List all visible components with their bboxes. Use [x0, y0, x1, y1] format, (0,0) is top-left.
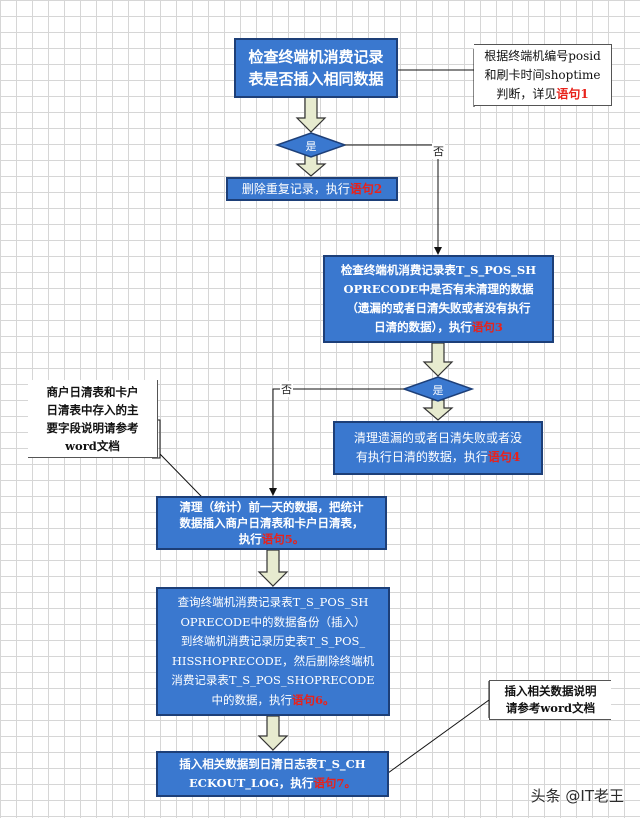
step6-line-1: 查询终端机消费记录表T_S_POS_SH [177, 595, 369, 609]
step3-line-3: （遗漏的或者日清失败或者没有执行 [346, 301, 531, 315]
step-check-uncleared: 检查终端机消费记录表T_S_POS_SH OPRECODE中是否有未清理的数据 … [323, 255, 554, 343]
decision-diamond-2 [401, 376, 475, 402]
step1-line-2: 表是否插入相同数据 [248, 70, 384, 88]
step-check-duplicates: 检查终端机消费记录 表是否插入相同数据 [234, 38, 398, 98]
note-connector-2 [152, 419, 161, 459]
step5-ref: 语句5。 [261, 532, 305, 546]
step6-line-2: OPRECODE中的数据备份（插入） [180, 614, 366, 629]
decision-label-1: 是 [305, 140, 317, 153]
step6-line-6: 中的数据，执行 [211, 692, 292, 707]
step-insert-log: 插入相关数据到日清日志表T_S_CH ECKOUT_LOG，执行语句7。 [156, 751, 389, 797]
block-arrow-b5-b6 [257, 549, 289, 587]
note1-line-1: 根据终端机编号posid [484, 48, 601, 63]
step7-ref: 语句7。 [313, 776, 356, 790]
step6-ref: 语句6。 [291, 692, 335, 707]
step7-line-1: 插入相关数据到日清日志表T_S_CH [179, 757, 366, 771]
step4-ref: 语句4 [487, 450, 521, 464]
step5-line-2: 数据插入商户日清表和卡户日清表， [179, 516, 364, 530]
note1-line-3: 判断，详见 [496, 86, 557, 101]
step2-text: 删除重复记录，执行 [241, 182, 350, 196]
note2-line-1: 商户日清表和卡户 [46, 384, 139, 399]
note3-line-1: 插入相关数据说明 [504, 684, 597, 698]
step3-line-4: 日清的数据），执行 [374, 320, 472, 334]
note3-line-2: 请参考word文档 [505, 701, 596, 715]
step-clean-missed: 清理遗漏的或者日清失败或者没 有执行日清的数据，执行语句4 [333, 421, 543, 475]
note1-ref: 语句1 [556, 86, 589, 101]
step7-line-2: ECKOUT_LOG，执行 [189, 776, 314, 790]
note2-line-2: 日清表中存入的主 [46, 402, 139, 417]
note-log-data: 插入相关数据说明 请参考word文档 [489, 680, 611, 720]
step4-line-2: 有执行日清的数据，执行 [355, 450, 488, 464]
step1-line-1: 检查终端机消费记录 [248, 48, 384, 66]
block-arrow-d1-b2 [295, 154, 327, 177]
block-arrow-b1-d1 [295, 96, 327, 133]
note-duplicate-criteria: 根据终端机编号posid 和刷卡时间shoptime 判断，详见语句1 [474, 44, 612, 106]
edge-label-no-2: 否 [280, 381, 293, 397]
block-arrow-b6-b7 [257, 715, 289, 751]
step6-line-5: 消费记录表T_S_POS_SHOPRECODE [171, 673, 375, 687]
step4-line-1: 清理遗漏的或者日清失败或者没 [353, 431, 522, 445]
block-arrow-d2-b4 [422, 399, 454, 421]
step6-line-3: 到终端机消费记录历史表T_S_POS_ [180, 634, 366, 648]
note2-line-3: 要字段说明请参考 [46, 420, 139, 435]
step3-ref: 语句3 [471, 320, 503, 334]
note2-line-4: word文档 [65, 438, 120, 453]
decision-label-2: 是 [432, 384, 444, 397]
step-clean-previous-day: 清理（统计）前一天的数据，把统计 数据插入商户日清表和卡户日清表， 执行语句5。 [156, 496, 387, 550]
watermark: 头条 @IT老王 [530, 787, 624, 805]
step-delete-duplicates: 删除重复记录，执行语句2 [226, 177, 398, 201]
note1-line-2: 和刷卡时间shoptime [484, 67, 601, 82]
note-connector-3 [387, 699, 490, 774]
decision-diamond-1 [274, 132, 348, 158]
step2-ref: 语句2 [349, 182, 383, 196]
block-arrow-b3-d2 [422, 342, 454, 377]
no-branch-line-2 [269, 388, 404, 496]
note-daily-tables: 商户日清表和卡户 日清表中存入的主 要字段说明请参考 word文档 [28, 380, 158, 458]
step3-line-2: OPRECODE中是否有未清理的数据 [343, 282, 534, 296]
step5-line-1: 清理（统计）前一天的数据，把统计 [179, 500, 364, 514]
step-backup-records: 查询终端机消费记录表T_S_POS_SH OPRECODE中的数据备份（插入） … [156, 587, 390, 716]
edge-label-no-1: 否 [432, 143, 445, 159]
step3-line-1: 检查终端机消费记录表T_S_POS_SH [340, 263, 537, 277]
step6-line-4: HISSHOPRECODE，然后删除终端机 [171, 653, 375, 668]
step5-line-3: 执行 [238, 532, 262, 546]
